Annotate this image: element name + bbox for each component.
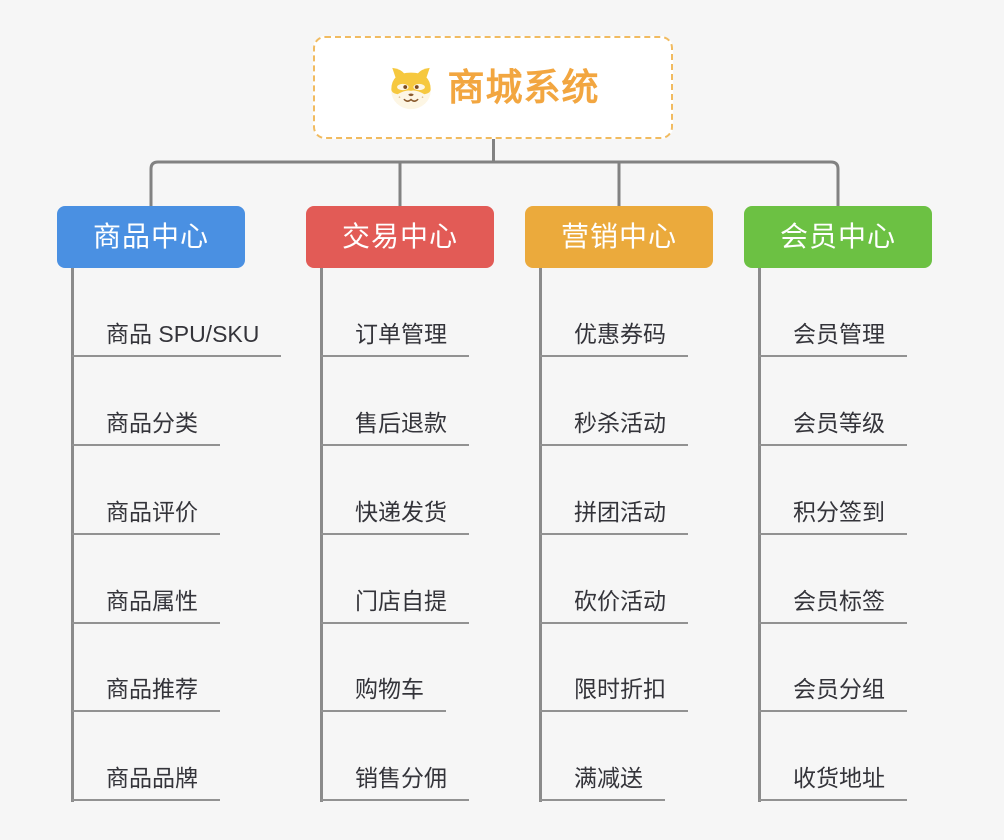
leaf-label: 会员等级 (759, 412, 907, 447)
leaf-node[interactable]: 秒杀活动 (540, 357, 688, 447)
branch-trunk-line (758, 268, 761, 802)
leaf-node[interactable]: 商品分类 (72, 357, 281, 447)
leaf-node[interactable]: 会员管理 (759, 269, 907, 358)
leaf-node[interactable]: 收货地址 (759, 712, 907, 802)
branch-node[interactable]: 商品中心 (57, 206, 245, 268)
leaf-node[interactable]: 会员分组 (759, 624, 907, 713)
leaf-label: 积分签到 (759, 500, 907, 535)
leaf-node[interactable]: 商品推荐 (72, 624, 281, 713)
root-title: 商城系统 (447, 67, 600, 108)
leaf-label: 订单管理 (321, 323, 469, 358)
leaf-label: 拼团活动 (540, 500, 688, 535)
branch-node[interactable]: 交易中心 (306, 206, 494, 268)
branch-node[interactable]: 会员中心 (744, 206, 932, 268)
leaf-label: 商品评价 (72, 500, 220, 535)
leaf-label: 销售分佣 (321, 767, 469, 802)
branch-trunk-line (71, 268, 74, 802)
dog-face-icon (387, 65, 435, 110)
leaf-label: 售后退款 (321, 412, 469, 447)
leaf-label: 满减送 (540, 767, 665, 802)
leaf-node[interactable]: 订单管理 (321, 269, 469, 358)
leaf-label: 会员标签 (759, 589, 907, 624)
leaf-label: 快递发货 (321, 500, 469, 535)
leaf-node[interactable]: 优惠券码 (540, 269, 688, 358)
leaf-label: 商品 SPU/SKU (72, 323, 282, 358)
leaf-label: 商品推荐 (72, 678, 220, 713)
leaf-label: 购物车 (321, 678, 446, 713)
leaf-label: 会员管理 (759, 323, 907, 358)
leaf-label: 秒杀活动 (540, 412, 688, 447)
branch-node[interactable]: 营销中心 (525, 206, 713, 268)
leaf-node[interactable]: 积分签到 (759, 446, 907, 535)
leaf-label: 优惠券码 (540, 323, 688, 358)
leaf-label: 会员分组 (759, 678, 907, 713)
leaf-label: 商品属性 (72, 589, 220, 624)
root-node[interactable]: 商城系统 (313, 36, 673, 139)
leaf-node[interactable]: 门店自提 (321, 535, 469, 624)
leaf-label: 商品品牌 (72, 767, 220, 802)
leaf-label: 商品分类 (72, 412, 220, 447)
leaf-label: 砍价活动 (540, 589, 688, 624)
branch-trunk-line (320, 268, 323, 802)
leaf-node[interactable]: 会员标签 (759, 535, 907, 624)
leaf-label: 收货地址 (759, 767, 907, 802)
leaf-node[interactable]: 商品属性 (72, 535, 281, 624)
leaf-column: 订单管理售后退款快递发货门店自提购物车销售分佣 (321, 269, 469, 802)
leaf-column: 优惠券码秒杀活动拼团活动砍价活动限时折扣满减送 (540, 269, 688, 802)
branch-trunk-line (539, 268, 542, 802)
leaf-node[interactable]: 拼团活动 (540, 446, 688, 535)
leaf-column: 商品 SPU/SKU 商品分类商品评价商品属性商品推荐商品品牌 (72, 269, 282, 802)
leaf-node[interactable]: 商品评价 (72, 446, 281, 535)
leaf-node[interactable]: 满减送 (540, 712, 688, 802)
leaf-node[interactable]: 会员等级 (759, 357, 907, 447)
leaf-node[interactable]: 售后退款 (321, 357, 469, 447)
leaf-node[interactable]: 商品品牌 (72, 712, 281, 802)
leaf-label: 限时折扣 (540, 678, 688, 713)
leaf-node[interactable]: 砍价活动 (540, 535, 688, 624)
leaf-node[interactable]: 限时折扣 (540, 624, 688, 713)
leaf-node[interactable]: 购物车 (321, 624, 469, 713)
leaf-label: 门店自提 (321, 589, 469, 624)
leaf-node[interactable]: 商品 SPU/SKU (72, 269, 282, 358)
leaf-node[interactable]: 销售分佣 (321, 712, 469, 802)
branch-elbow-line (149, 160, 840, 207)
leaf-column: 会员管理会员等级积分签到会员标签会员分组收货地址 (759, 269, 907, 802)
leaf-node[interactable]: 快递发货 (321, 446, 469, 535)
